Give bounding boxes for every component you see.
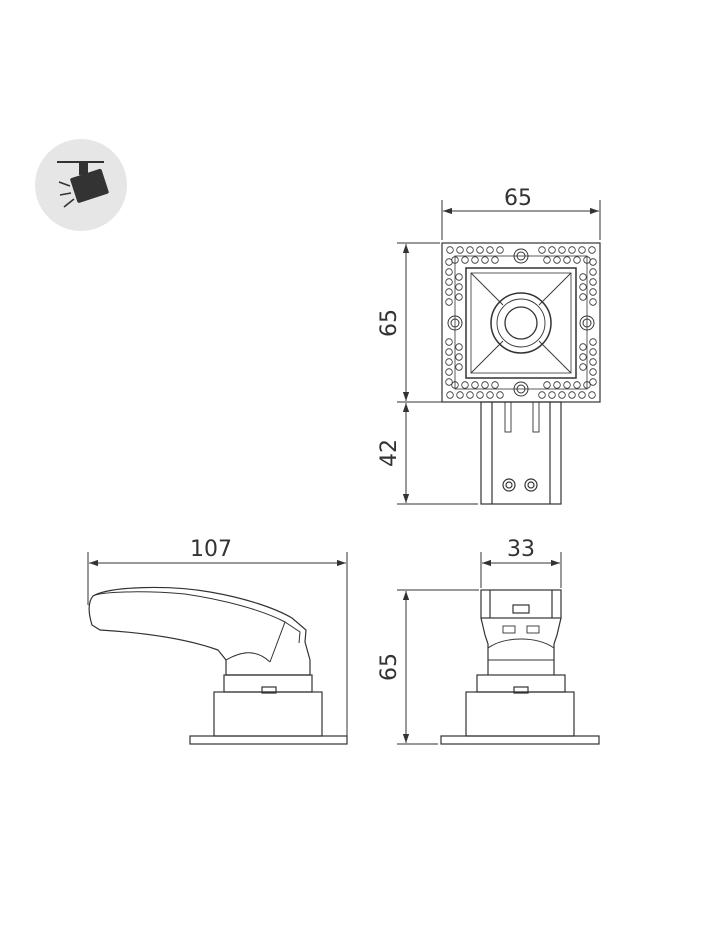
dim-driver-height-label: 42 — [377, 439, 402, 467]
dim-side-length-label: 107 — [190, 537, 232, 562]
dimension-lines — [87, 200, 601, 745]
driver-view — [480, 401, 562, 505]
top-view — [441, 242, 601, 403]
dim-front-height-label: 65 — [377, 653, 402, 681]
screw-holes — [447, 248, 595, 397]
perforation-holes — [445, 246, 597, 399]
spotlight-badge-icon — [35, 139, 127, 231]
dim-top-height-label: 65 — [377, 309, 402, 337]
front-view — [440, 589, 600, 745]
dim-front-width-label: 33 — [507, 537, 535, 562]
side-view — [88, 586, 348, 745]
dim-top-width-label: 65 — [504, 186, 532, 211]
